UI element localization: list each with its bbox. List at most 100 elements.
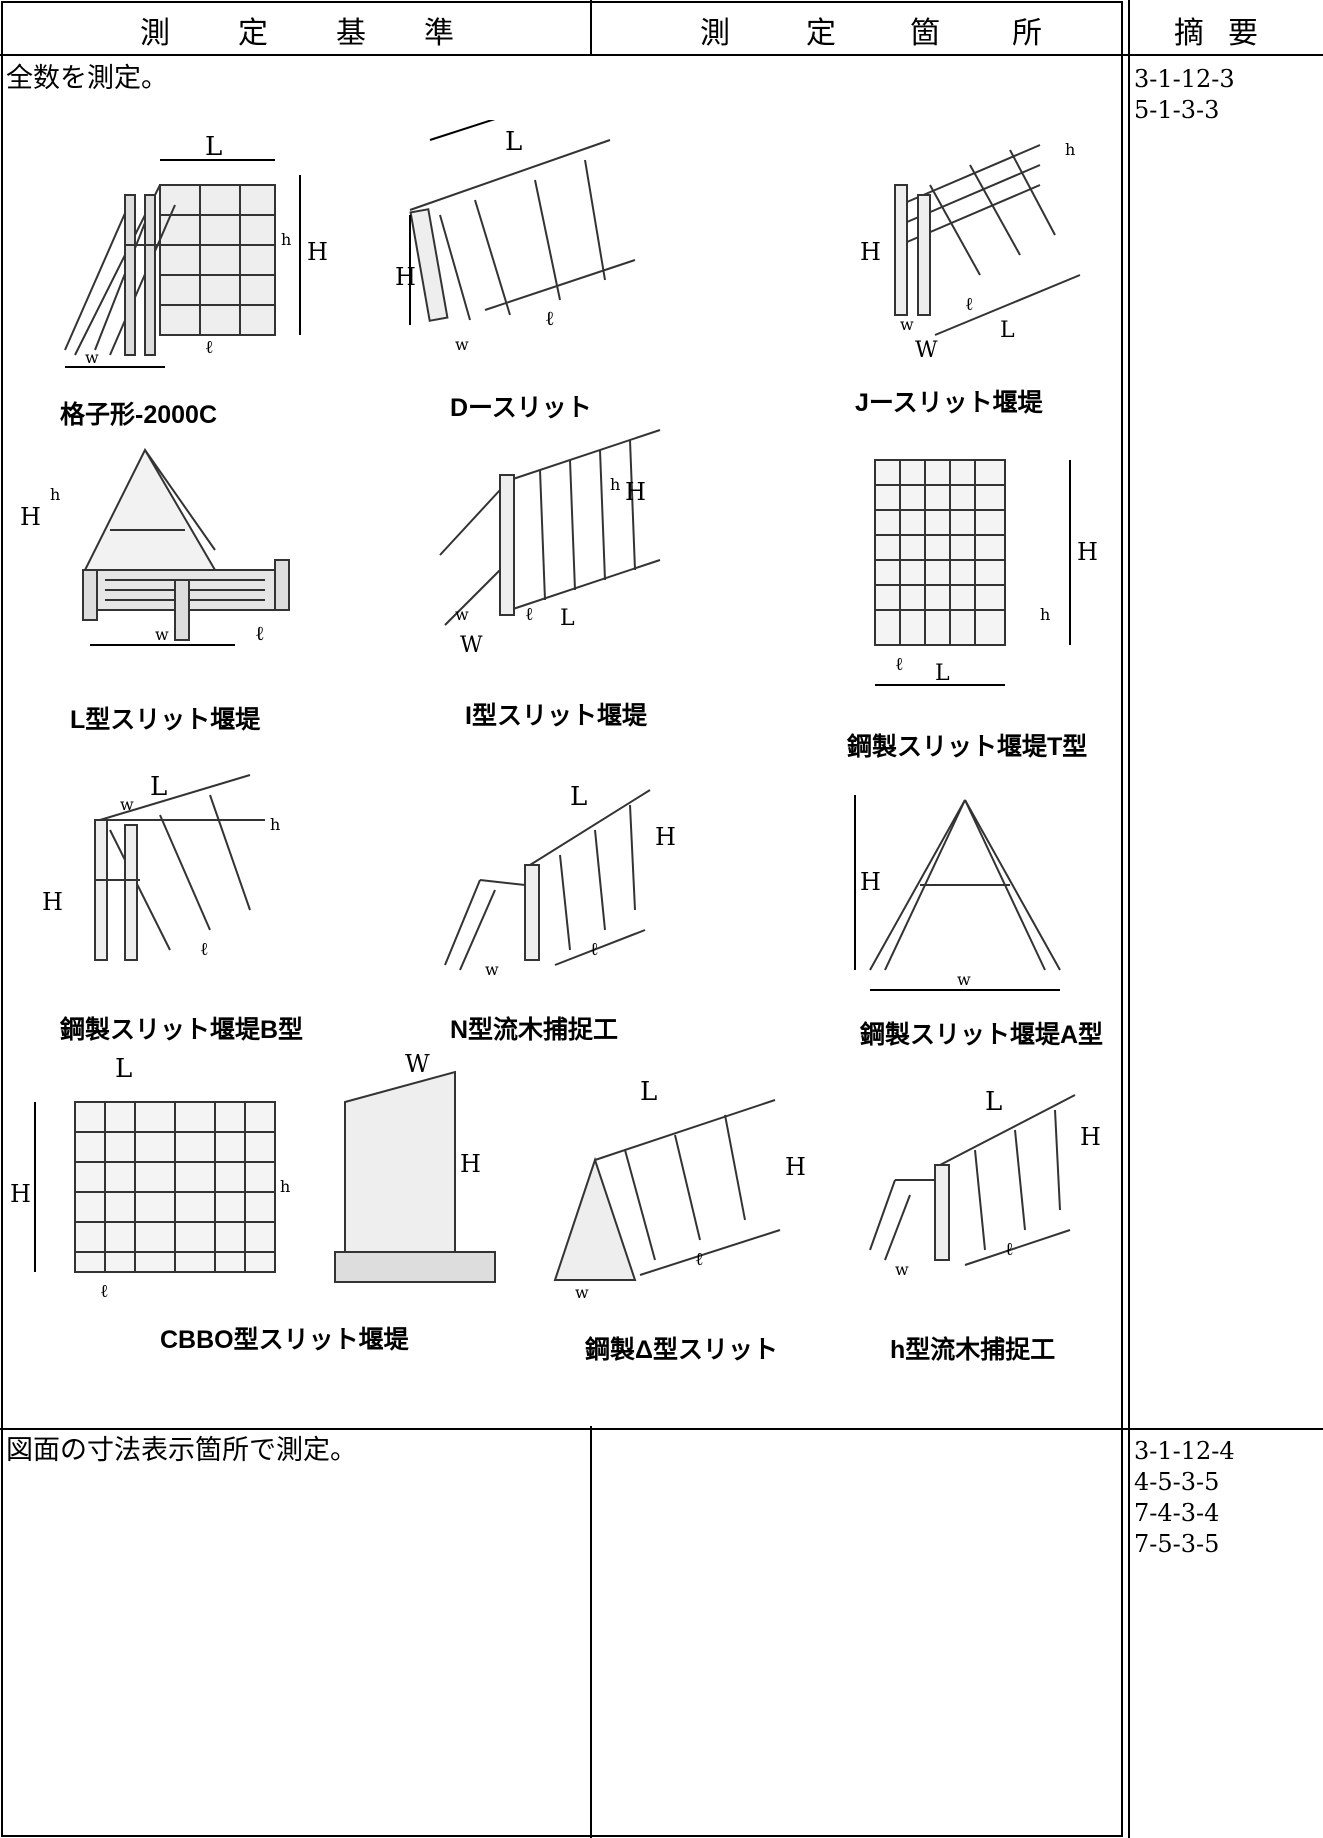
fig2-label-w: w [455, 335, 469, 354]
fig3-label-L: L [1000, 318, 1015, 343]
header-criteria-char-1: 測 [140, 16, 170, 51]
header-criteria-char-3: 基 [336, 16, 366, 51]
fig1-label-h: h [281, 230, 291, 249]
row1-ref-2: 5-1-3-3 [1134, 96, 1220, 124]
fig10-label-h: h [280, 1177, 290, 1196]
figure-steel-slit-dam-t: h H ℓ L [835, 430, 1105, 700]
fig4-label-H: H [20, 503, 41, 531]
fig6-label-H: H [1077, 538, 1098, 566]
fig5-label-l: ℓ [525, 604, 534, 625]
fig7-label-l: ℓ [200, 939, 209, 960]
caption-l-type-slit-dam: L型スリット堰堤 [70, 706, 261, 734]
caption-d-slit: Dースリット [450, 394, 592, 422]
figure-i-type-slit-dam: h H w W L ℓ [430, 420, 670, 670]
fig3-label-w: w [900, 315, 914, 334]
column-divider-2 [1128, 0, 1130, 1838]
caption-lattice-2000c: 格子形-2000C [60, 401, 217, 429]
fig5-label-H: H [625, 478, 646, 506]
fig5-label-W: W [460, 633, 483, 658]
fig7-label-H: H [42, 888, 63, 916]
fig8-label-L: L [570, 782, 587, 812]
table-frame [1, 1, 1123, 1837]
fig11-label-w: w [575, 1283, 589, 1302]
header-summary: 摘 要 [1128, 0, 1323, 54]
fig10-label-L: L [115, 1054, 132, 1084]
header-criteria: 測 定 基 準 [0, 0, 590, 54]
fig8-label-w: w [485, 960, 499, 979]
caption-j-slit-dam: Jースリット堰堤 [855, 389, 1043, 417]
figure-steel-slit-dam-b: L w h H ℓ [30, 770, 300, 1000]
fig2-label-L: L [505, 127, 522, 157]
row2-ref-4: 7-5-3-5 [1134, 1530, 1220, 1558]
caption-steel-slit-dam-t: 鋼製スリット堰堤T型 [847, 733, 1088, 761]
fig10-label-H2: H [460, 1150, 481, 1178]
fig6-label-l: ℓ [895, 654, 904, 675]
caption-steel-delta-slit: 鋼製Δ型スリット [585, 1336, 778, 1364]
header-location-char-1: 測 [700, 16, 730, 51]
fig6-label-L: L [935, 661, 950, 686]
fig10-label-l: ℓ [100, 1281, 109, 1302]
header-location-char-4: 所 [1012, 16, 1042, 51]
fig1-label-L: L [205, 135, 222, 162]
fig4-label-w: w [155, 625, 169, 644]
header-location-char-3: 箇 [910, 16, 940, 51]
header-location: 測 定 箇 所 [590, 0, 1128, 54]
fig7-label-L: L [150, 772, 167, 802]
fig2-label-l: ℓ [545, 306, 555, 330]
fig5-label-w: w [455, 605, 469, 624]
figure-l-type-slit-dam: h H w ℓ [15, 440, 305, 670]
fig10-label-W: W [405, 1052, 430, 1078]
row2-ref-3: 7-4-3-4 [1134, 1499, 1220, 1527]
fig12-label-w: w [895, 1260, 909, 1279]
header-criteria-char-4: 準 [424, 16, 454, 51]
caption-h-type-driftwood-catcher: h型流木捕捉工 [890, 1336, 1056, 1364]
figure-h-type-driftwood-catcher: L H w ℓ [855, 1070, 1115, 1300]
fig8-label-l: ℓ [590, 939, 599, 960]
header-divider [0, 54, 1323, 56]
header-criteria-char-2: 定 [238, 16, 268, 51]
fig5-label-L: L [560, 606, 575, 631]
fig4-label-h: h [50, 485, 60, 504]
fig4-label-l: ℓ [255, 621, 265, 645]
fig8-label-H: H [655, 823, 676, 851]
fig1-label-H: H [307, 238, 328, 266]
fig2-label-H: H [395, 263, 416, 291]
fig7-label-w: w [120, 795, 134, 814]
row1-criteria: 全数を測定。 [6, 63, 168, 94]
fig11-label-L: L [640, 1077, 657, 1107]
fig12-label-H: H [1080, 1123, 1101, 1151]
fig6-label-h: h [1040, 605, 1050, 624]
fig3-label-H: H [860, 238, 881, 266]
figure-lattice-2000c: L H h w ℓ [55, 132, 345, 375]
header-summary-char-1: 摘 [1174, 16, 1204, 51]
figure-n-type-driftwood-catcher: L H w ℓ [430, 765, 690, 995]
row2-ref-1: 3-1-12-4 [1134, 1437, 1235, 1465]
fig9-label-w: w [957, 970, 971, 989]
row2-criteria: 図面の寸法表示箇所で測定。 [6, 1435, 357, 1466]
figure-cbbo-slit-dam: L H h ℓ W H [5, 1050, 525, 1312]
fig11-label-H: H [785, 1153, 806, 1181]
fig3-label-h: h [1065, 140, 1075, 159]
fig1-label-w: w [85, 348, 99, 367]
caption-steel-slit-dam-b: 鋼製スリット堰堤B型 [60, 1016, 304, 1044]
fig12-label-L: L [985, 1087, 1002, 1117]
figure-steel-delta-slit: L H w ℓ [545, 1070, 815, 1310]
caption-steel-slit-dam-a: 鋼製スリット堰堤A型 [860, 1021, 1104, 1049]
figure-d-slit: L H w ℓ [395, 89, 655, 370]
fig11-label-l: ℓ [695, 1249, 704, 1270]
figure-steel-slit-dam-a: H w [845, 790, 1085, 1010]
row2-ref-2: 4-5-3-5 [1134, 1468, 1220, 1496]
fig9-label-H: H [860, 868, 881, 896]
caption-cbbo-slit-dam: CBBO型スリット堰堤 [160, 1326, 409, 1354]
caption-i-type-slit-dam: I型スリット堰堤 [465, 702, 647, 730]
header-summary-char-2: 要 [1228, 16, 1258, 51]
fig3-label-W: W [915, 338, 938, 363]
figure-area-cover [588, 56, 594, 1426]
row-divider [0, 1428, 1323, 1430]
caption-n-type-driftwood-catcher: N型流木捕捉工 [450, 1016, 619, 1044]
figure-j-slit-dam: h H w W L ℓ [840, 125, 1100, 365]
fig10-label-H: H [10, 1180, 31, 1208]
fig3-label-l: ℓ [965, 294, 974, 315]
fig7-label-h: h [270, 815, 280, 834]
